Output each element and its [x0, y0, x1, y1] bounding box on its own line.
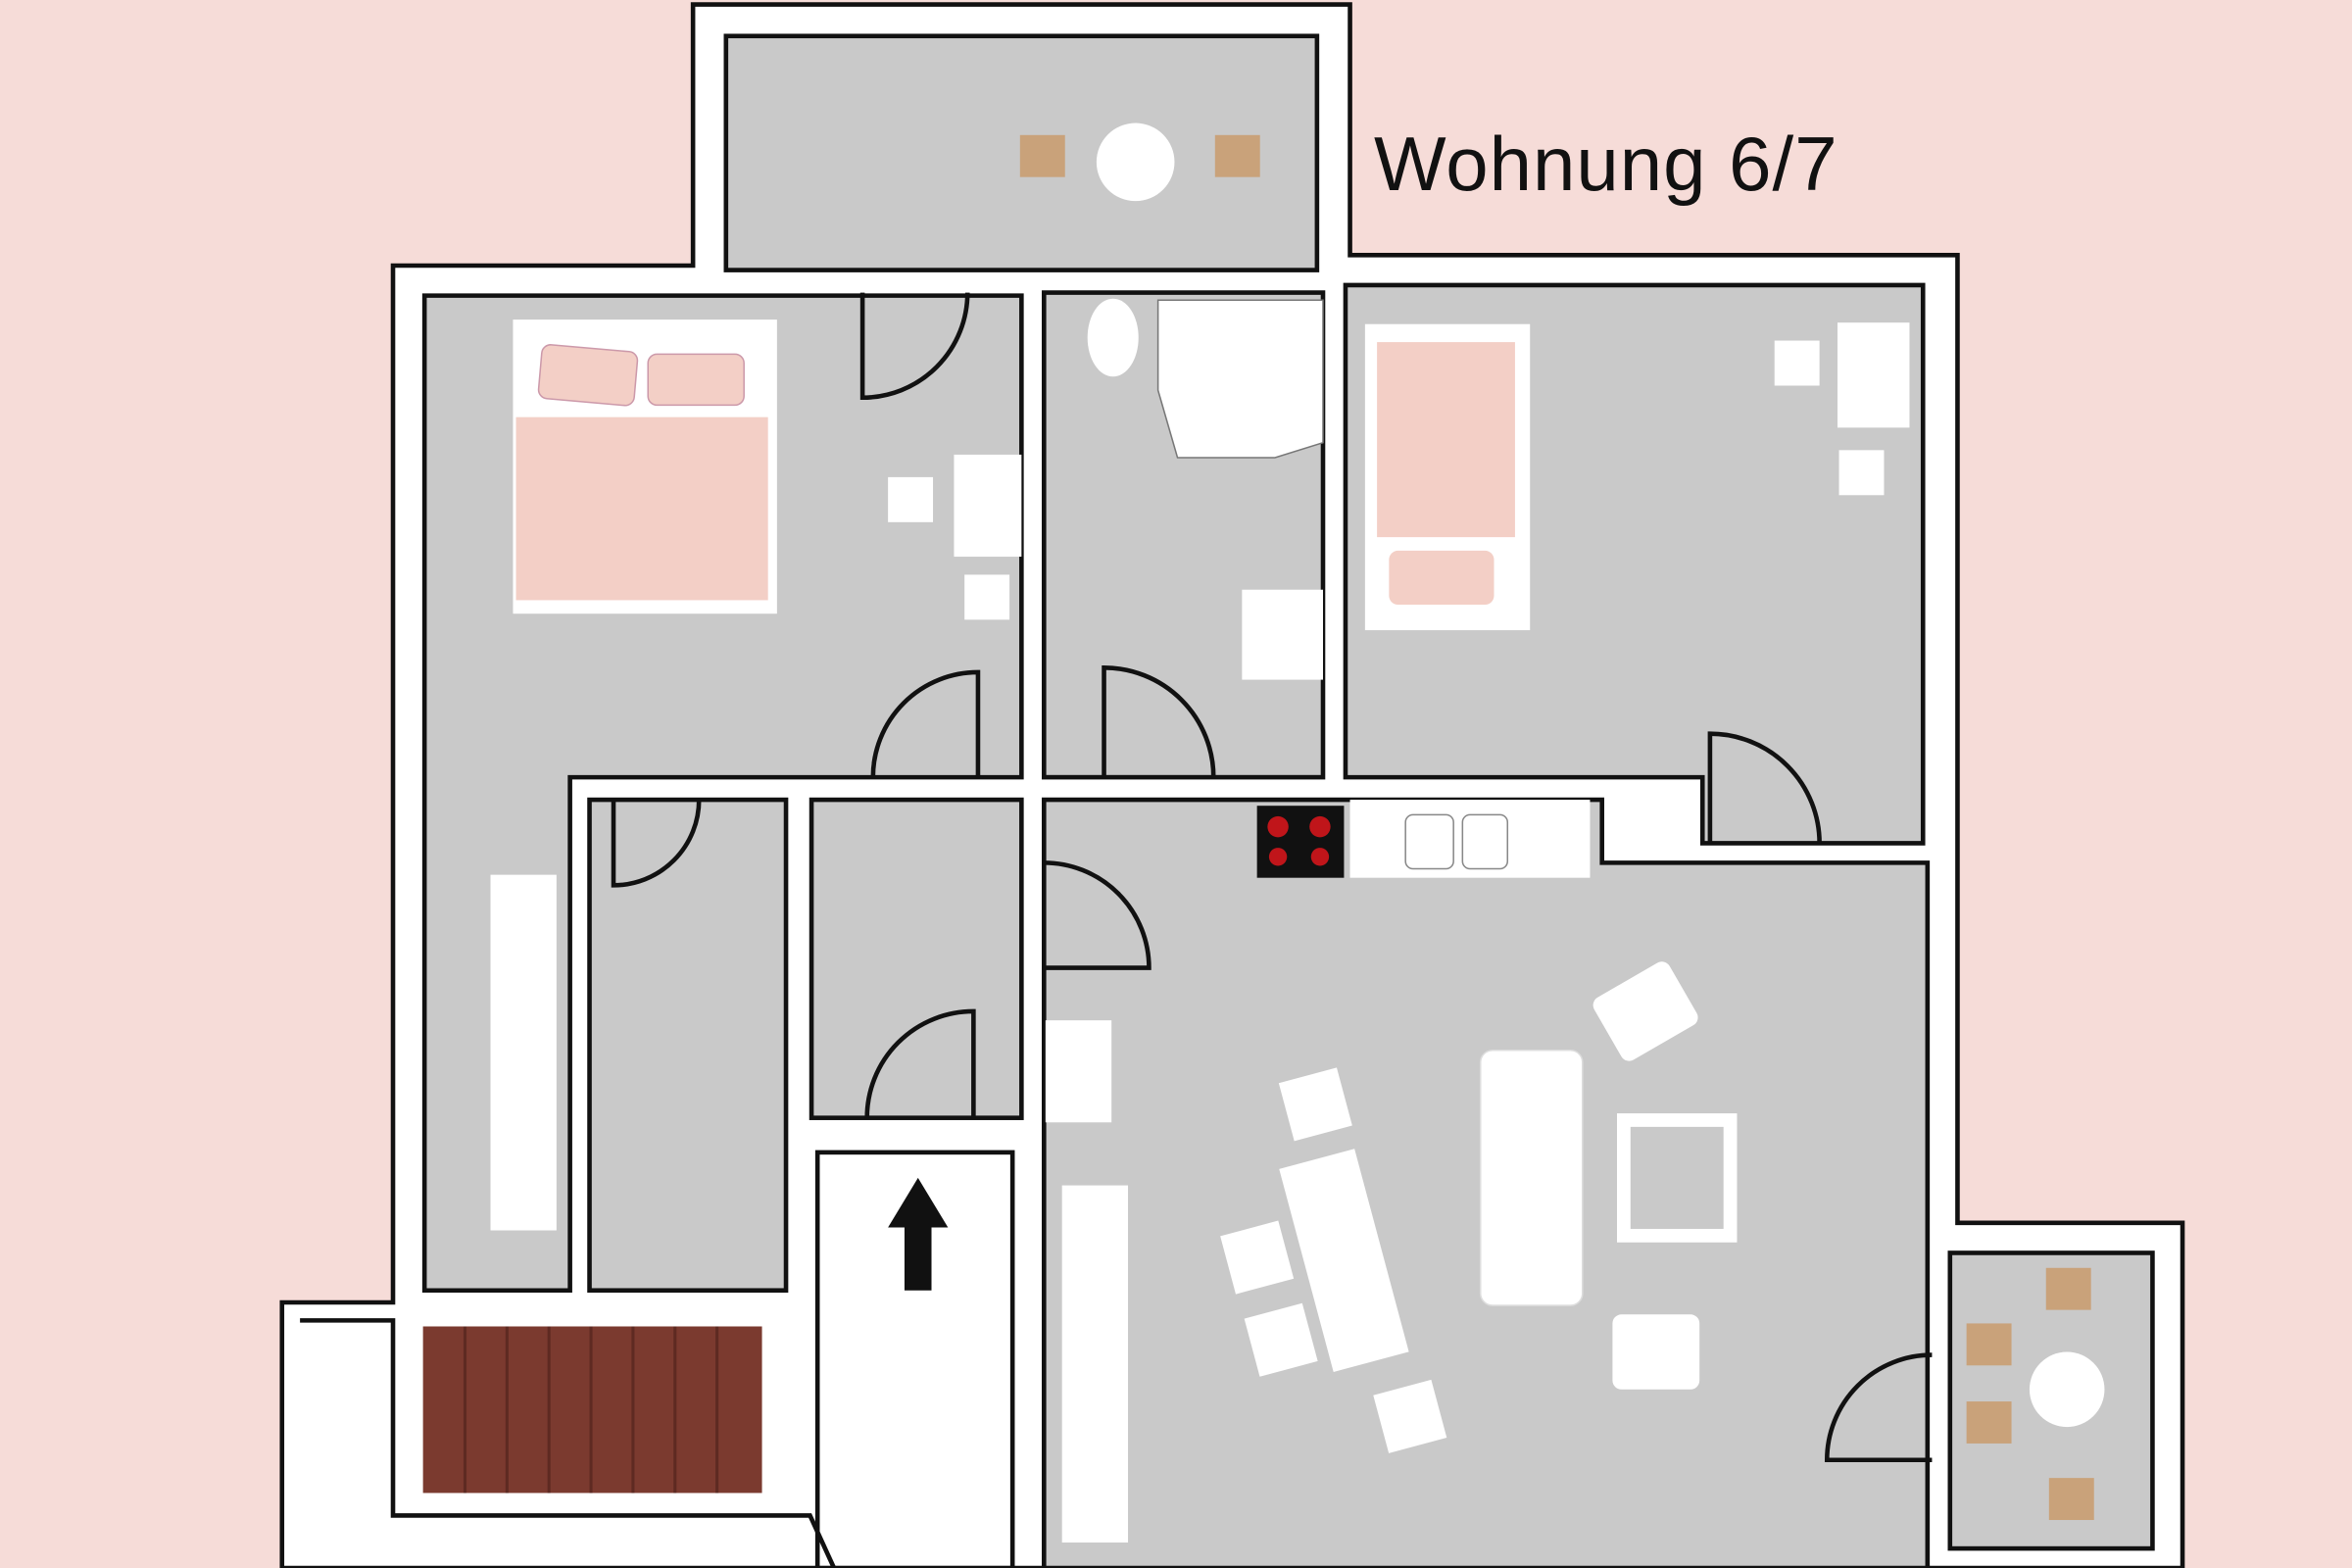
apartment-title: Wohnung 6/7	[1374, 121, 1838, 207]
entrance-arrow-icon	[888, 1177, 949, 1291]
furniture	[490, 122, 2105, 1543]
hallway	[808, 797, 1024, 1120]
closet	[587, 797, 789, 1294]
stair-landing-wall	[300, 1318, 837, 1568]
doors	[611, 292, 1933, 1463]
stairs	[422, 1326, 762, 1494]
